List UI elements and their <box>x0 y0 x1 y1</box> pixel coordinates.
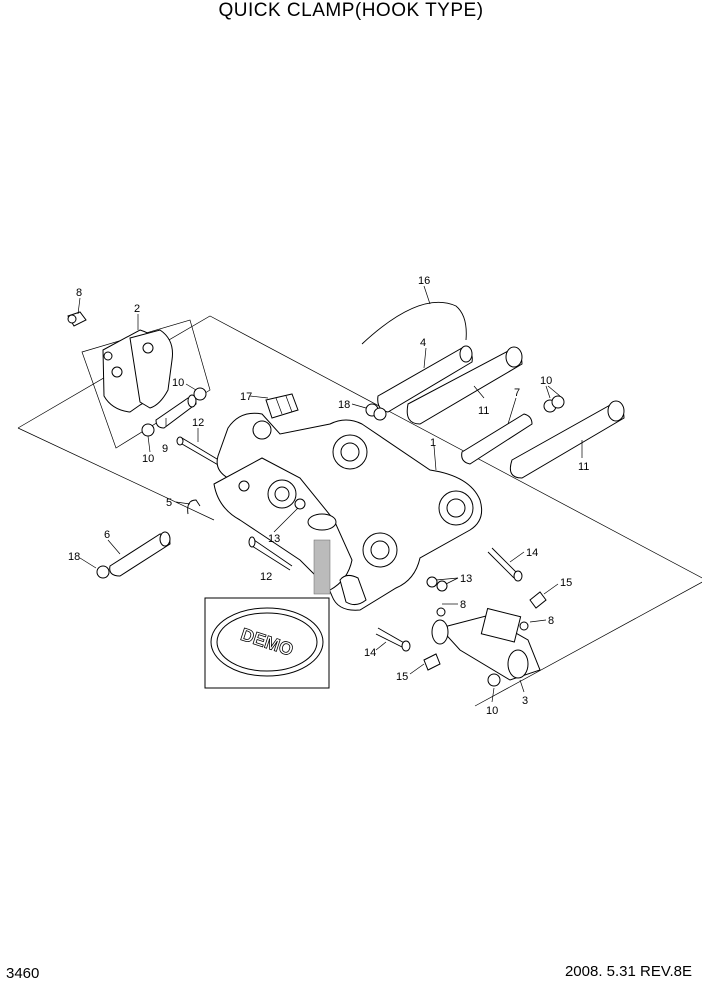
callout-10: 10 <box>540 375 552 387</box>
callout-11: 11 <box>578 461 589 473</box>
callout-9: 9 <box>162 443 168 455</box>
page-number: 3460 <box>6 965 40 982</box>
callout-7: 7 <box>514 387 520 399</box>
callout-10: 10 <box>486 705 498 717</box>
callout-8: 8 <box>76 287 82 299</box>
revision-date: 2008. 5.31 REV.8E <box>564 963 692 980</box>
hook-plate-part <box>81 319 211 449</box>
o-ring-part <box>96 565 110 579</box>
large-pin-part-11b <box>509 400 625 479</box>
callout-5: 5 <box>166 497 172 509</box>
o-ring-part <box>551 395 565 409</box>
o-ring-part <box>141 423 155 437</box>
o-ring-part <box>487 673 501 687</box>
page-title: QUICK CLAMP(HOOK TYPE) <box>218 0 484 21</box>
callout-17: 17 <box>240 391 252 403</box>
callout-12: 12 <box>192 417 204 429</box>
hydraulic-cylinder-part-3 <box>431 607 541 681</box>
callout-10: 10 <box>142 453 154 465</box>
callout-labels: 8 2 10 10 9 12 17 5 6 18 13 12 16 4 18 1… <box>68 275 589 717</box>
callout-14: 14 <box>526 547 538 559</box>
fitting-part-15 <box>529 591 547 609</box>
logo-detail-view: DEMO <box>204 597 330 689</box>
bolt-part-14-lower <box>375 627 411 652</box>
o-ring-part <box>373 407 387 421</box>
callout-8: 8 <box>460 599 466 611</box>
callout-16: 16 <box>418 275 430 287</box>
callout-15: 15 <box>396 671 408 683</box>
assembly-frame-lines <box>17 315 702 707</box>
nut-part-13 <box>294 498 306 510</box>
callout-18: 18 <box>68 551 80 563</box>
callout-18: 18 <box>338 399 350 411</box>
callout-11: 11 <box>478 405 489 417</box>
callout-8: 8 <box>548 615 554 627</box>
large-pin-part-11a <box>406 346 523 425</box>
nut-part-13 <box>426 576 438 588</box>
o-ring-part <box>193 387 207 401</box>
callout-2: 2 <box>134 303 140 315</box>
callout-14: 14 <box>364 647 376 659</box>
leader-lines <box>77 285 583 703</box>
callout-6: 6 <box>104 529 110 541</box>
bolt-part-12-lower <box>248 536 293 571</box>
callout-4: 4 <box>420 337 426 349</box>
nut-part-13 <box>436 580 448 592</box>
cylinder-part-4 <box>361 302 473 413</box>
callout-10: 10 <box>172 377 184 389</box>
callout-1: 1 <box>430 437 436 449</box>
wire-pin-part <box>187 499 201 515</box>
bolt-part-12 <box>176 436 223 467</box>
main-frame-part <box>213 412 483 611</box>
callout-13: 13 <box>268 533 280 545</box>
callout-3: 3 <box>522 695 528 707</box>
callout-13: 13 <box>460 573 472 585</box>
clip-part-17 <box>265 393 299 419</box>
grease-nipple-part <box>67 311 87 327</box>
callout-12: 12 <box>260 571 272 583</box>
callout-15: 15 <box>560 577 572 589</box>
pin-part-7 <box>461 413 533 465</box>
pin-part-6 <box>109 531 171 577</box>
bolt-part-14 <box>487 547 523 582</box>
fitting-part-15 <box>423 653 441 671</box>
